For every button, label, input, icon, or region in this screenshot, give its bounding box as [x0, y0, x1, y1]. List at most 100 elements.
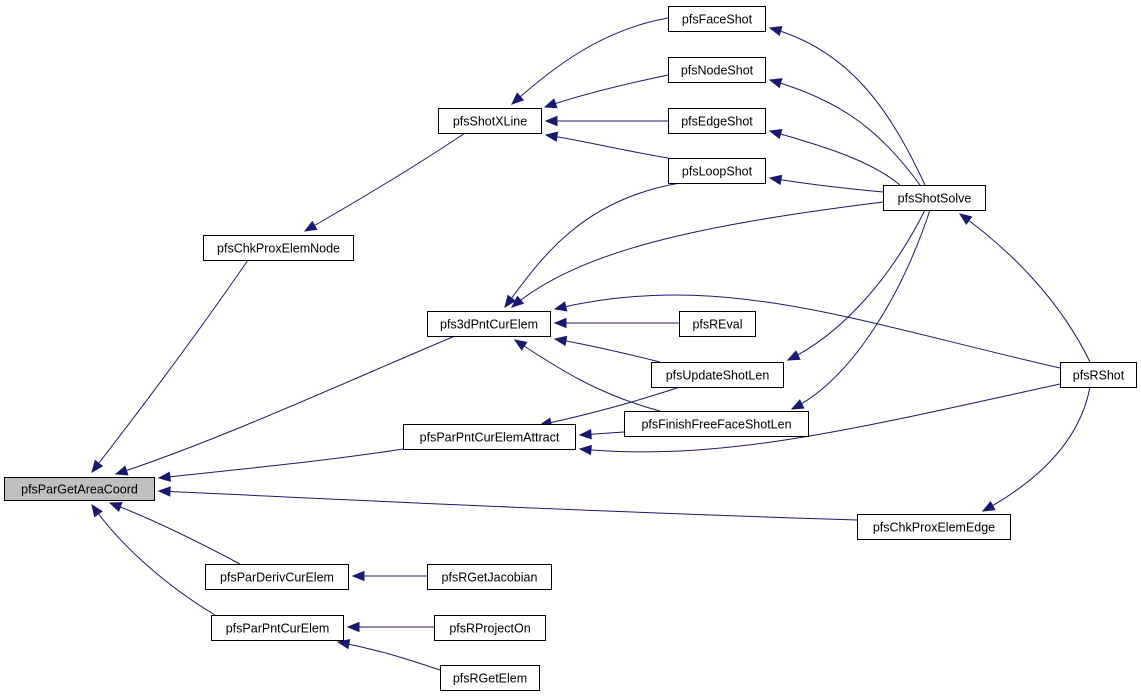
arrowhead [544, 131, 559, 142]
edge-pfsShotSolve-to-pfsUpdateShotLen [786, 209, 926, 361]
node-pfsParPntCurElem[interactable]: pfsParPntCurElem [211, 615, 344, 641]
edge-line [787, 209, 926, 361]
node-box [403, 424, 576, 450]
arrowhead [303, 220, 318, 232]
arrowhead [544, 115, 558, 127]
node-label: pfsParGetAreaCoord [21, 483, 138, 497]
node-pfsRGetElem[interactable]: pfsRGetElem [440, 665, 540, 691]
node-pfsParPntCurElemAttract[interactable]: pfsParPntCurElemAttract [403, 424, 576, 450]
node-pfsLoopShot[interactable]: pfsLoopShot [668, 158, 766, 184]
arrowhead [768, 78, 783, 89]
edge-line [545, 134, 669, 159]
edge-line [158, 490, 858, 521]
edge-pfsREval-to-pfs3dPntCurElem [553, 317, 679, 329]
node-pfsChkProxElemNode[interactable]: pfsChkProxElemNode [203, 235, 354, 261]
node-pfsShotSolve[interactable]: pfsShotSolve [883, 185, 986, 211]
edge-pfsShotXLine-to-pfsChkProxElemNode [303, 132, 466, 232]
arrowhead [91, 503, 103, 518]
edge-pfsRProjectOn-to-pfsParPntCurElem [346, 621, 434, 633]
edge-line [791, 209, 931, 410]
node-pfsUpdateShotLen[interactable]: pfsUpdateShotLen [651, 362, 784, 388]
edge-pfsUpdateShotLen-to-pfs3dPntCurElem [553, 335, 661, 363]
arrowhead [768, 174, 783, 186]
edge-line [579, 383, 1061, 453]
arrowhead [578, 428, 592, 440]
edge-pfsParPntCurElem-to-pfsParGetAreaCoord [91, 503, 216, 616]
edge-line [511, 17, 669, 105]
arrowhead [511, 92, 525, 105]
node-pfsFinishFreeFaceShotLen[interactable]: pfsFinishFreeFaceShotLen [624, 411, 809, 437]
arrowhead [351, 570, 365, 582]
arrowhead [553, 301, 568, 312]
edge-pfsRShot-to-pfs3dPntCurElem [553, 294, 1061, 369]
arrowhead [981, 500, 996, 512]
edge-pfsRGetElem-to-pfsParPntCurElem [336, 638, 441, 671]
edge-line [554, 338, 661, 363]
edge-line [91, 259, 249, 473]
arrowhead [108, 502, 123, 512]
node-pfs3dPntCurElem[interactable]: pfs3dPntCurElem [427, 311, 551, 337]
nodes-layer: pfsParGetAreaCoord pfsChkProxElemNode pfs3… [4, 6, 1137, 691]
edge-pfsChkProxElemNode-to-pfsParGetAreaCoord [91, 259, 249, 474]
edge-line [109, 502, 241, 565]
edge-line [539, 386, 681, 426]
node-label: pfsShotSolve [898, 192, 972, 206]
edge-pfsEdgeShot-to-pfsShotXLine [544, 115, 668, 127]
edge-line [982, 386, 1091, 512]
node-pfsParGetAreaCoord[interactable]: pfsParGetAreaCoord [4, 477, 155, 501]
node-label: pfs3dPntCurElem [440, 318, 538, 332]
edge-pfsParPntCurElemAttract-to-pfsParGetAreaCoord [157, 448, 404, 482]
arrowhead [91, 459, 104, 474]
edge-pfsShotSolve-to-pfsEdgeShot [768, 129, 901, 186]
arrowhead [543, 98, 558, 109]
node-pfsEdgeShot[interactable]: pfsEdgeShot [668, 108, 766, 134]
node-label: pfsRGetJacobian [442, 571, 538, 585]
node-box [203, 235, 354, 261]
edge-pfsRGetJacobian-to-pfsParDerivCurElem [351, 570, 427, 582]
node-pfsChkProxElemEdge[interactable]: pfsChkProxElemEdge [857, 514, 1011, 540]
node-box [668, 158, 766, 184]
edge-line [504, 182, 681, 308]
node-pfsNodeShot[interactable]: pfsNodeShot [668, 57, 766, 83]
edge-pfsRShot-to-pfsParPntCurElemAttract [578, 383, 1061, 456]
arrowhead [504, 294, 517, 309]
edge-pfsRShot-to-pfsShotSolve [958, 213, 1091, 363]
node-pfsRProjectOn[interactable]: pfsRProjectOn [434, 615, 546, 641]
node-label: pfsParPntCurElem [226, 622, 330, 636]
arrowhead [157, 486, 171, 497]
edge-pfsShotSolve-to-pfs3dPntCurElem [510, 201, 884, 308]
node-label: pfsParDerivCurElem [220, 571, 334, 585]
node-box [668, 57, 766, 83]
edge-line [769, 79, 921, 186]
edge-line [304, 132, 466, 232]
node-box [651, 362, 784, 388]
arrowhead [768, 129, 783, 140]
arrowhead [768, 25, 783, 37]
node-label: pfsEdgeShot [681, 115, 753, 129]
edge-line [91, 504, 216, 616]
node-pfsShotXLine[interactable]: pfsShotXLine [438, 108, 542, 134]
node-label: pfsChkProxElemEdge [873, 521, 995, 535]
edge-pfsLoopShot-to-pfsShotXLine [544, 131, 669, 159]
edge-line [554, 294, 1061, 369]
node-pfsFaceShot[interactable]: pfsFaceShot [668, 6, 766, 32]
edge-pfsParDerivCurElem-to-pfsParGetAreaCoord [108, 502, 241, 565]
edge-line [769, 27, 926, 186]
node-label: pfsRShot [1073, 369, 1125, 383]
edge-pfsChkProxElemEdge-to-pfsParGetAreaCoord [157, 486, 858, 521]
node-pfsParDerivCurElem[interactable]: pfsParDerivCurElem [205, 564, 349, 590]
arrowhead [790, 399, 805, 410]
arrowhead [553, 317, 567, 329]
node-label: pfsREval [692, 318, 742, 332]
node-pfsRGetJacobian[interactable]: pfsRGetJacobian [427, 564, 552, 590]
edge-pfsFinishFreeFaceShotLen-to-pfsParPntCurElemAttract [578, 428, 625, 440]
node-pfsREval[interactable]: pfsREval [679, 311, 756, 337]
edge-pfsNodeShot-to-pfsShotXLine [543, 74, 669, 109]
node-box [883, 185, 986, 211]
edge-line [959, 213, 1091, 363]
arrowhead [513, 339, 528, 351]
node-pfsRShot[interactable]: pfsRShot [1060, 362, 1137, 388]
node-label: pfsLoopShot [682, 165, 753, 179]
node-label: pfsParPntCurElemAttract [420, 431, 560, 445]
edge-pfsFinishFreeFaceShotLen-to-pfs3dPntCurElem [513, 339, 661, 412]
